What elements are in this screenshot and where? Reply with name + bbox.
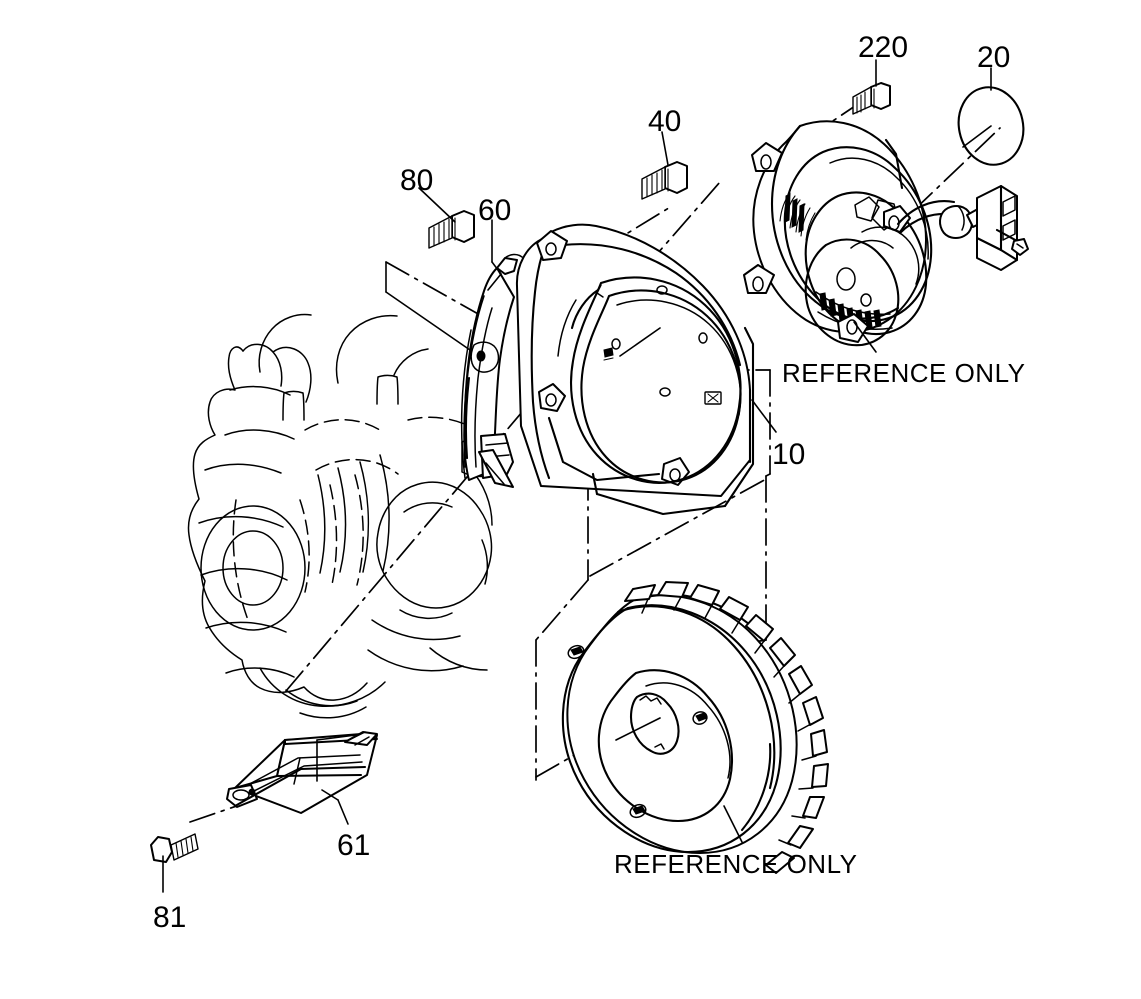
cylinder-baffle-60: [460, 253, 523, 488]
callout-leaders: [162, 59, 992, 893]
blower-housing-10: [515, 223, 755, 516]
screw-220: [852, 82, 891, 115]
note-reference-only-starter: REFERENCE ONLY: [782, 358, 1026, 388]
hex-bolt-81: [150, 833, 199, 863]
callout-number-61: 61: [337, 829, 371, 862]
callout-number-80: 80: [400, 164, 434, 197]
flange-bolt-40: [641, 161, 688, 200]
callout-number-20: 20: [977, 41, 1011, 74]
callout-number-40: 40: [648, 105, 682, 138]
starter-rope-grommet-20: [957, 86, 1025, 166]
callout-number-60: 60: [478, 194, 512, 227]
callout-number-81: 81: [153, 901, 187, 934]
flywheel: [561, 581, 829, 874]
callout-number-220: 220: [858, 31, 909, 64]
starter-rope-and-handle: [896, 184, 1029, 271]
note-reference-only-flywheel: REFERENCE ONLY: [614, 849, 858, 879]
engine-block-phantom: [187, 313, 503, 719]
callout-number-10: 10: [772, 438, 806, 471]
lower-baffle-61: [226, 731, 378, 814]
recoil-starter-assembly: [743, 120, 933, 347]
flange-bolt-80: [428, 210, 475, 249]
